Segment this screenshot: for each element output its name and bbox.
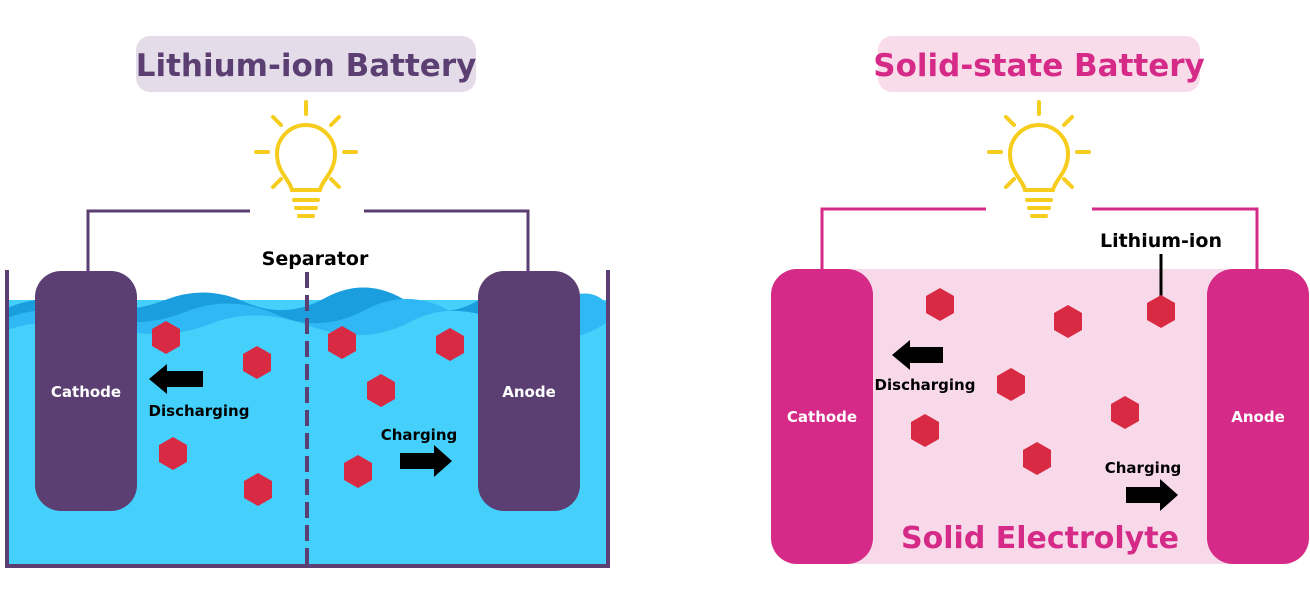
ion-hexagon <box>436 328 464 361</box>
ion-hexagon <box>926 288 954 321</box>
right-title-badge <box>878 36 1200 92</box>
right-charging-label: Charging <box>1105 459 1182 477</box>
ion-hexagon <box>1054 305 1082 338</box>
left-title: Lithium-ion Battery <box>136 48 477 84</box>
lithium-ion-panel: Lithium-ion Battery <box>5 36 610 568</box>
ion-hexagon <box>1147 295 1175 328</box>
left-anode-label: Anode <box>502 383 556 401</box>
ion-hexagon <box>244 473 272 506</box>
solid-electrolyte <box>790 269 1290 564</box>
ion-hexagon <box>367 374 395 407</box>
separator-label: Separator <box>262 248 369 270</box>
arrow-left-icon <box>149 364 203 394</box>
ion-hexagon <box>159 437 187 470</box>
left-title-badge <box>136 36 476 92</box>
light-bulb-icon <box>254 100 358 218</box>
right-anode <box>1207 269 1309 564</box>
arrow-left-icon <box>892 340 943 370</box>
left-cathode <box>35 271 137 511</box>
left-ions <box>152 321 464 506</box>
left-wire-anode <box>364 209 530 272</box>
ion-hexagon <box>328 326 356 359</box>
left-wire-cathode <box>86 209 250 272</box>
ion-hexagon <box>1023 442 1051 475</box>
ion-hexagon <box>243 346 271 379</box>
arrow-right-icon <box>400 445 452 477</box>
ion-hexagon <box>344 455 372 488</box>
right-anode-label: Anode <box>1231 408 1285 426</box>
left-cathode-label: Cathode <box>51 383 121 401</box>
left-charging-label: Charging <box>381 426 458 444</box>
right-wire-anode <box>1092 207 1259 270</box>
lithium-ion-label: Lithium-ion <box>1100 230 1222 252</box>
left-anode <box>478 271 580 511</box>
right-title: Solid-state Battery <box>873 48 1204 84</box>
solid-state-panel: Solid-state Battery Cathode An <box>771 36 1309 564</box>
left-discharging-label: Discharging <box>149 402 250 420</box>
right-cathode <box>771 269 873 564</box>
solid-electrolyte-label: Solid Electrolyte <box>901 521 1179 556</box>
right-wire-cathode <box>820 207 986 270</box>
right-discharging-label: Discharging <box>875 376 976 394</box>
ion-hexagon <box>152 321 180 354</box>
right-ions <box>911 288 1175 475</box>
electrolyte-tank <box>5 270 610 568</box>
right-cathode-label: Cathode <box>787 408 857 426</box>
ion-hexagon <box>1111 396 1139 429</box>
arrow-right-icon <box>1126 479 1178 511</box>
light-bulb-icon <box>987 100 1091 218</box>
ion-hexagon <box>997 368 1025 401</box>
ion-hexagon <box>911 414 939 447</box>
